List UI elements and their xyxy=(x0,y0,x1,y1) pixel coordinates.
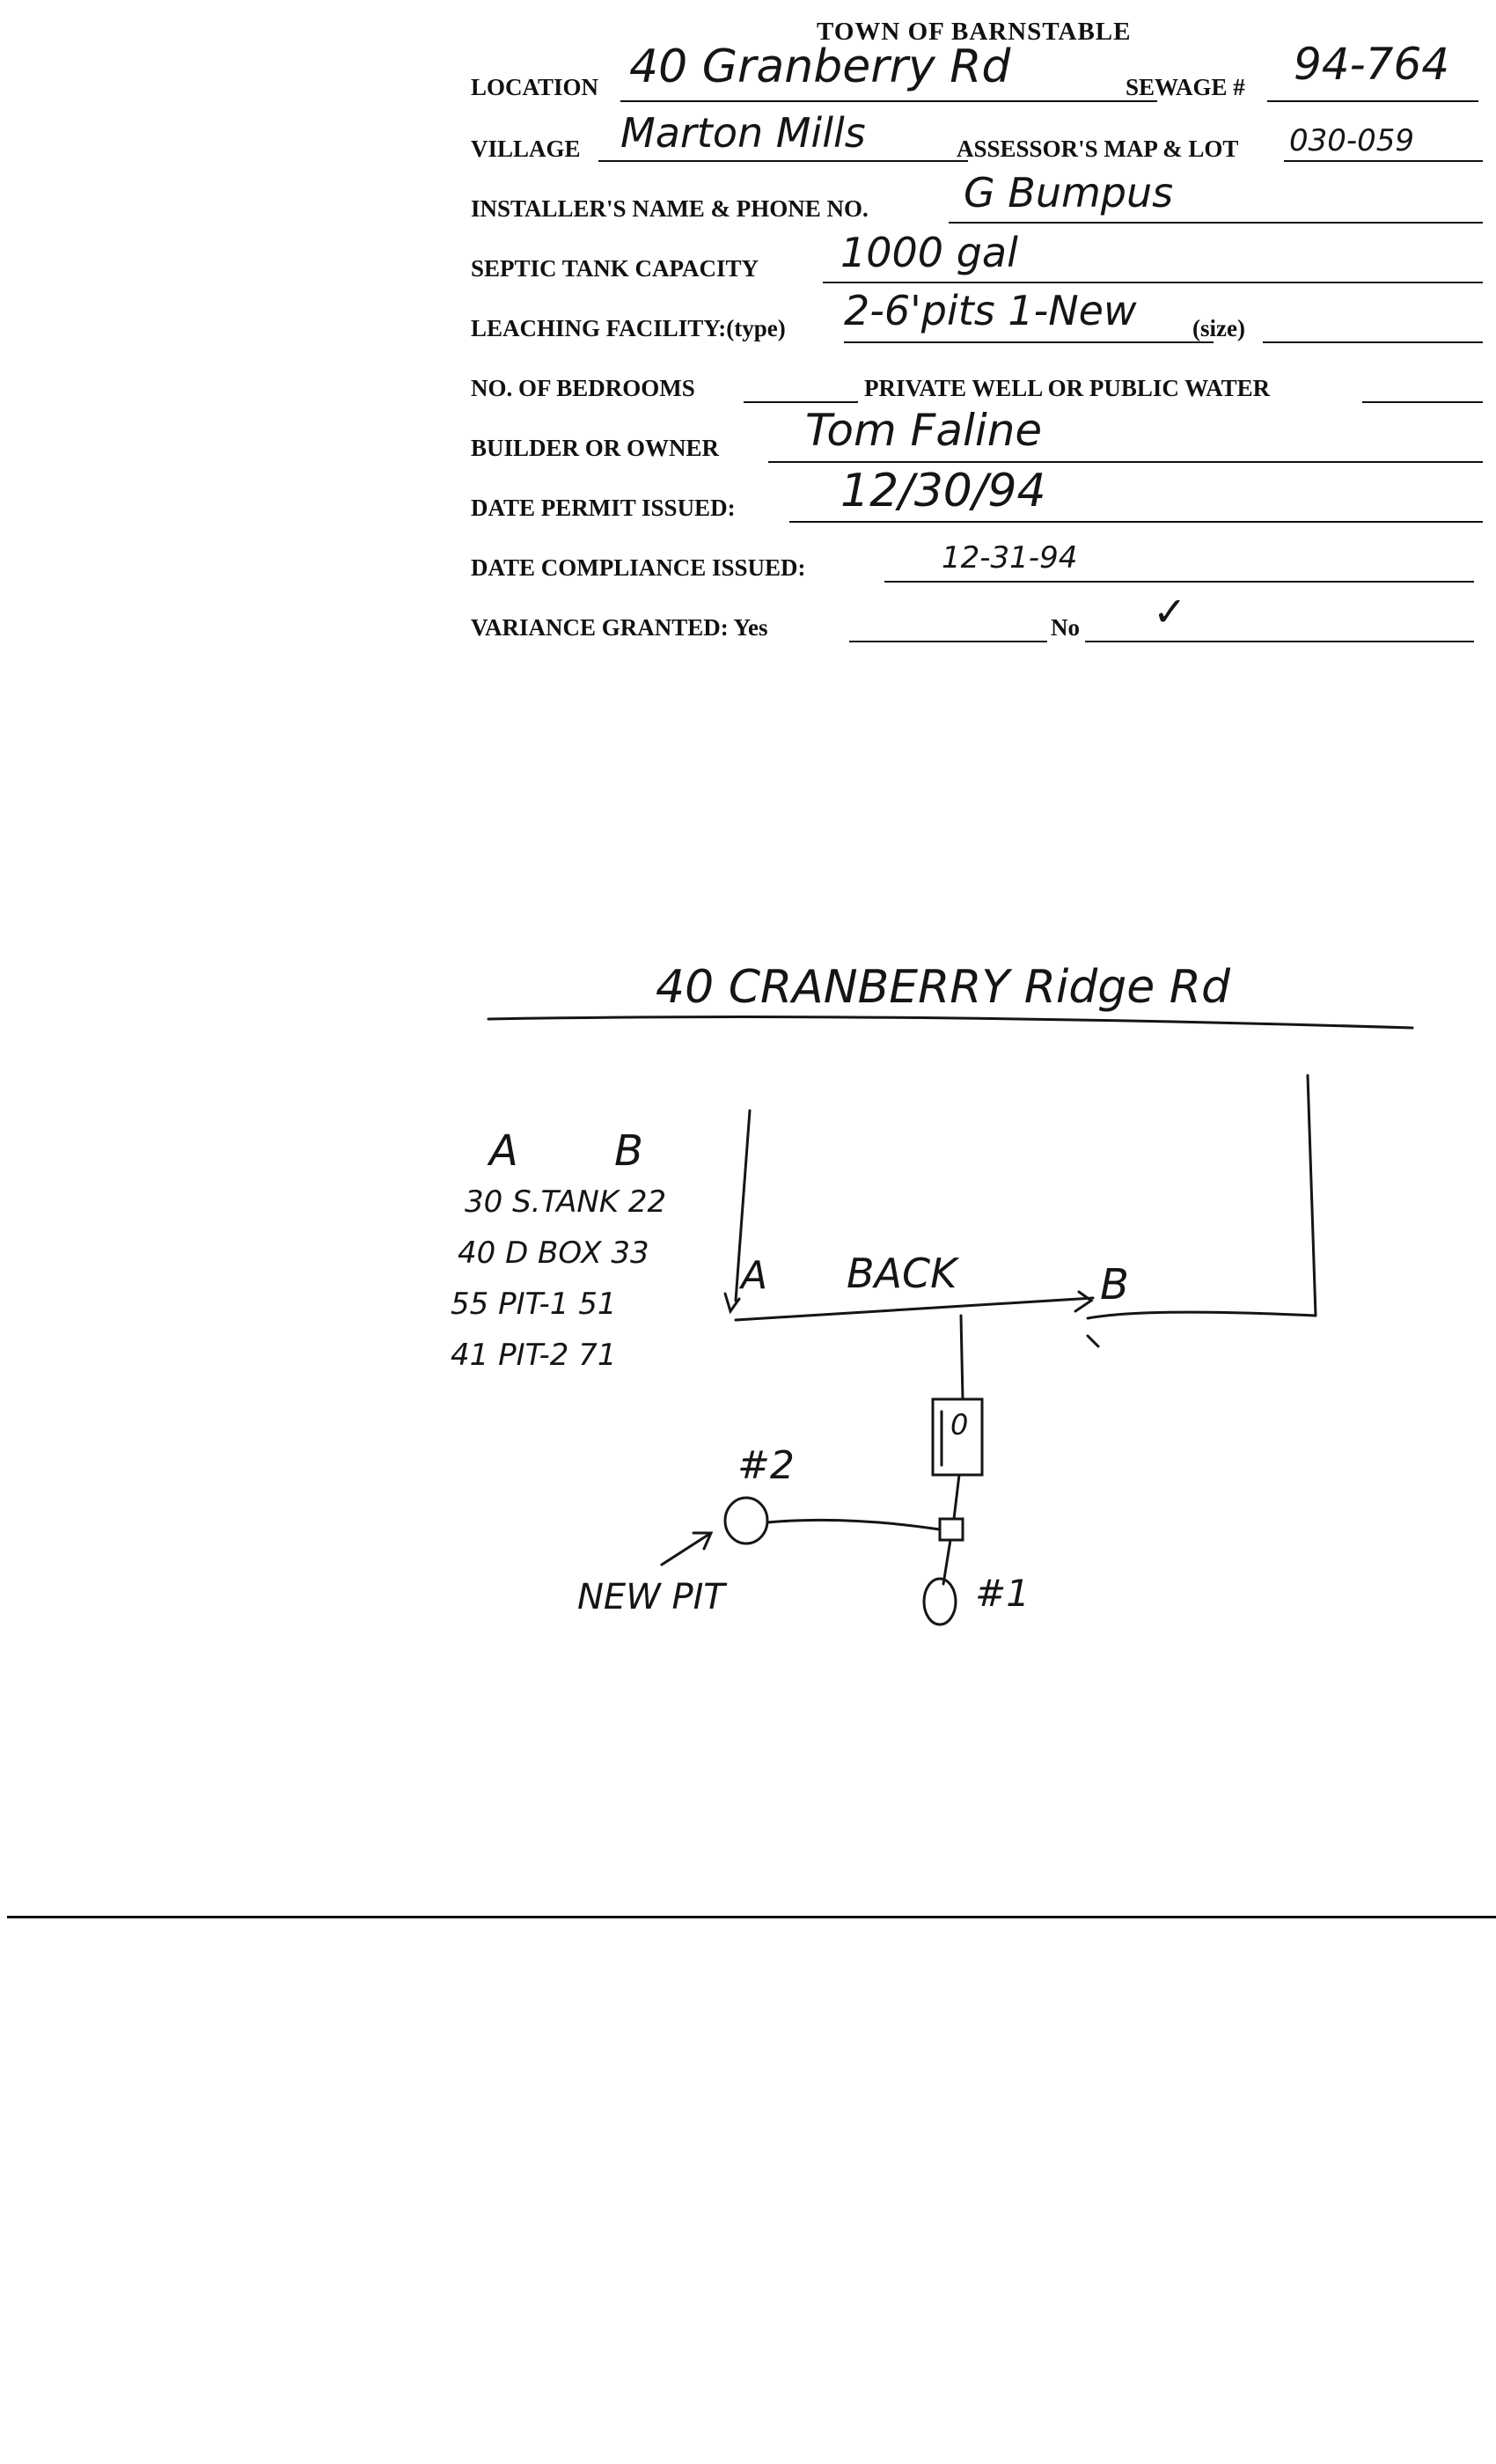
installer-row: INSTALLER'S NAME & PHONE NO. G Bumpus xyxy=(471,169,1483,227)
bedrooms-label: NO. OF BEDROOMS xyxy=(471,375,695,401)
new-pit-arrow xyxy=(660,1531,714,1566)
leaching-value: 2-6'pits 1-New xyxy=(844,287,1137,334)
street-line xyxy=(487,1016,1414,1030)
assessor-value: 030-059 xyxy=(1289,123,1415,158)
permit-label: DATE PERMIT ISSUED: xyxy=(471,495,736,521)
variance-no-label: No xyxy=(1051,614,1080,641)
table-row-2: 40 D BOX 33 xyxy=(458,1236,649,1271)
compliance-underline xyxy=(884,581,1474,583)
water-underline xyxy=(1362,401,1483,403)
property-left-line xyxy=(734,1109,752,1302)
pipe-to-pit2 xyxy=(766,1518,942,1531)
village-value: Marton Mills xyxy=(620,109,866,157)
location-label: LOCATION xyxy=(471,74,599,100)
builder-label: BUILDER OR OWNER xyxy=(471,435,720,461)
house-back-line xyxy=(734,1296,1095,1322)
tank-value: 1000 gal xyxy=(840,229,1018,276)
size-underline xyxy=(1263,341,1483,343)
table-row-3: 55 PIT-1 51 xyxy=(451,1287,617,1322)
table-row-4: 41 PIT-2 71 xyxy=(451,1338,617,1373)
street-name: 40 CRANBERRY Ridge Rd xyxy=(656,961,1230,1014)
permit-value: 12/30/94 xyxy=(840,465,1046,517)
table-header-a: A xyxy=(489,1126,518,1176)
house-right-wing-line xyxy=(1086,1310,1317,1320)
bedrooms-underline xyxy=(744,401,858,403)
corner-b-mark xyxy=(1074,1290,1100,1348)
sewage-underline xyxy=(1267,100,1478,102)
sewage-label: SEWAGE # xyxy=(1126,74,1245,100)
corner-b-label: B xyxy=(1100,1260,1129,1309)
leaching-row: LEACHING FACILITY:(type) 2-6'pits 1-New … xyxy=(471,287,1483,347)
compliance-row: DATE COMPLIANCE ISSUED: 12-31-94 xyxy=(471,533,1483,586)
pipe-to-dbox xyxy=(952,1473,961,1521)
builder-underline xyxy=(768,461,1483,463)
leaching-underline xyxy=(844,341,1214,343)
compliance-label: DATE COMPLIANCE ISSUED: xyxy=(471,554,806,581)
variance-no-underline xyxy=(1085,641,1474,642)
tank-label: SEPTIC TANK CAPACITY xyxy=(471,255,759,282)
property-right-line xyxy=(1306,1074,1317,1317)
distribution-box xyxy=(938,1517,964,1542)
corner-a-mark xyxy=(723,1292,741,1315)
permit-underline xyxy=(789,521,1483,523)
septic-tank-box xyxy=(931,1397,984,1477)
pit-2-label: #2 xyxy=(737,1443,795,1488)
variance-yes-underline xyxy=(849,641,1047,642)
permit-row: DATE PERMIT ISSUED: 12/30/94 xyxy=(471,465,1483,526)
assessor-underline xyxy=(1284,160,1483,162)
variance-row: VARIANCE GRANTED: Yes No ✓ xyxy=(471,588,1483,646)
table-row-1: 30 S.TANK 22 xyxy=(465,1184,667,1220)
variance-no-check: ✓ xyxy=(1153,588,1187,635)
tank-row: SEPTIC TANK CAPACITY 1000 gal xyxy=(471,229,1483,287)
assessor-label: ASSESSOR'S MAP & LOT xyxy=(957,136,1239,162)
location-row: LOCATION 40 Granberry Rd SEWAGE # 94-764 xyxy=(471,39,1483,106)
variance-label: VARIANCE GRANTED: Yes xyxy=(471,614,768,641)
page-divider xyxy=(7,1916,1496,1918)
pit-1-label: #1 xyxy=(975,1572,1030,1615)
installer-label: INSTALLER'S NAME & PHONE NO. xyxy=(471,195,869,222)
tank-mark: 0 xyxy=(950,1408,969,1441)
water-label: PRIVATE WELL OR PUBLIC WATER xyxy=(864,375,1271,401)
location-value: 40 Granberry Rd xyxy=(629,40,1011,93)
pit-1-circle xyxy=(922,1577,957,1626)
village-label: VILLAGE xyxy=(471,136,581,162)
builder-value: Tom Faline xyxy=(805,405,1043,456)
table-header-b: B xyxy=(614,1126,643,1176)
compliance-value: 12-31-94 xyxy=(942,540,1078,576)
pipe-to-pit1 xyxy=(942,1538,952,1586)
installer-value: G Bumpus xyxy=(964,169,1174,216)
builder-row: BUILDER OR OWNER Tom Faline xyxy=(471,405,1483,466)
leaching-label: LEACHING FACILITY:(type) xyxy=(471,315,786,341)
new-pit-label: NEW PIT xyxy=(577,1577,725,1617)
size-label: (size) xyxy=(1192,315,1245,341)
bedrooms-row: NO. OF BEDROOMS PRIVATE WELL OR PUBLIC W… xyxy=(471,354,1483,407)
form-title: TOWN OF BARNSTABLE xyxy=(817,18,1132,46)
corner-a-label: A xyxy=(741,1253,768,1298)
back-label: BACK xyxy=(847,1250,957,1297)
location-underline xyxy=(620,100,1157,102)
installer-underline xyxy=(949,222,1483,224)
pipe-to-tank xyxy=(959,1314,964,1401)
village-underline xyxy=(598,160,968,162)
village-row: VILLAGE Marton Mills ASSESSOR'S MAP & LO… xyxy=(471,109,1483,167)
sewage-value: 94-764 xyxy=(1294,39,1450,90)
pit-2-circle xyxy=(723,1496,769,1545)
tank-underline xyxy=(823,282,1483,283)
